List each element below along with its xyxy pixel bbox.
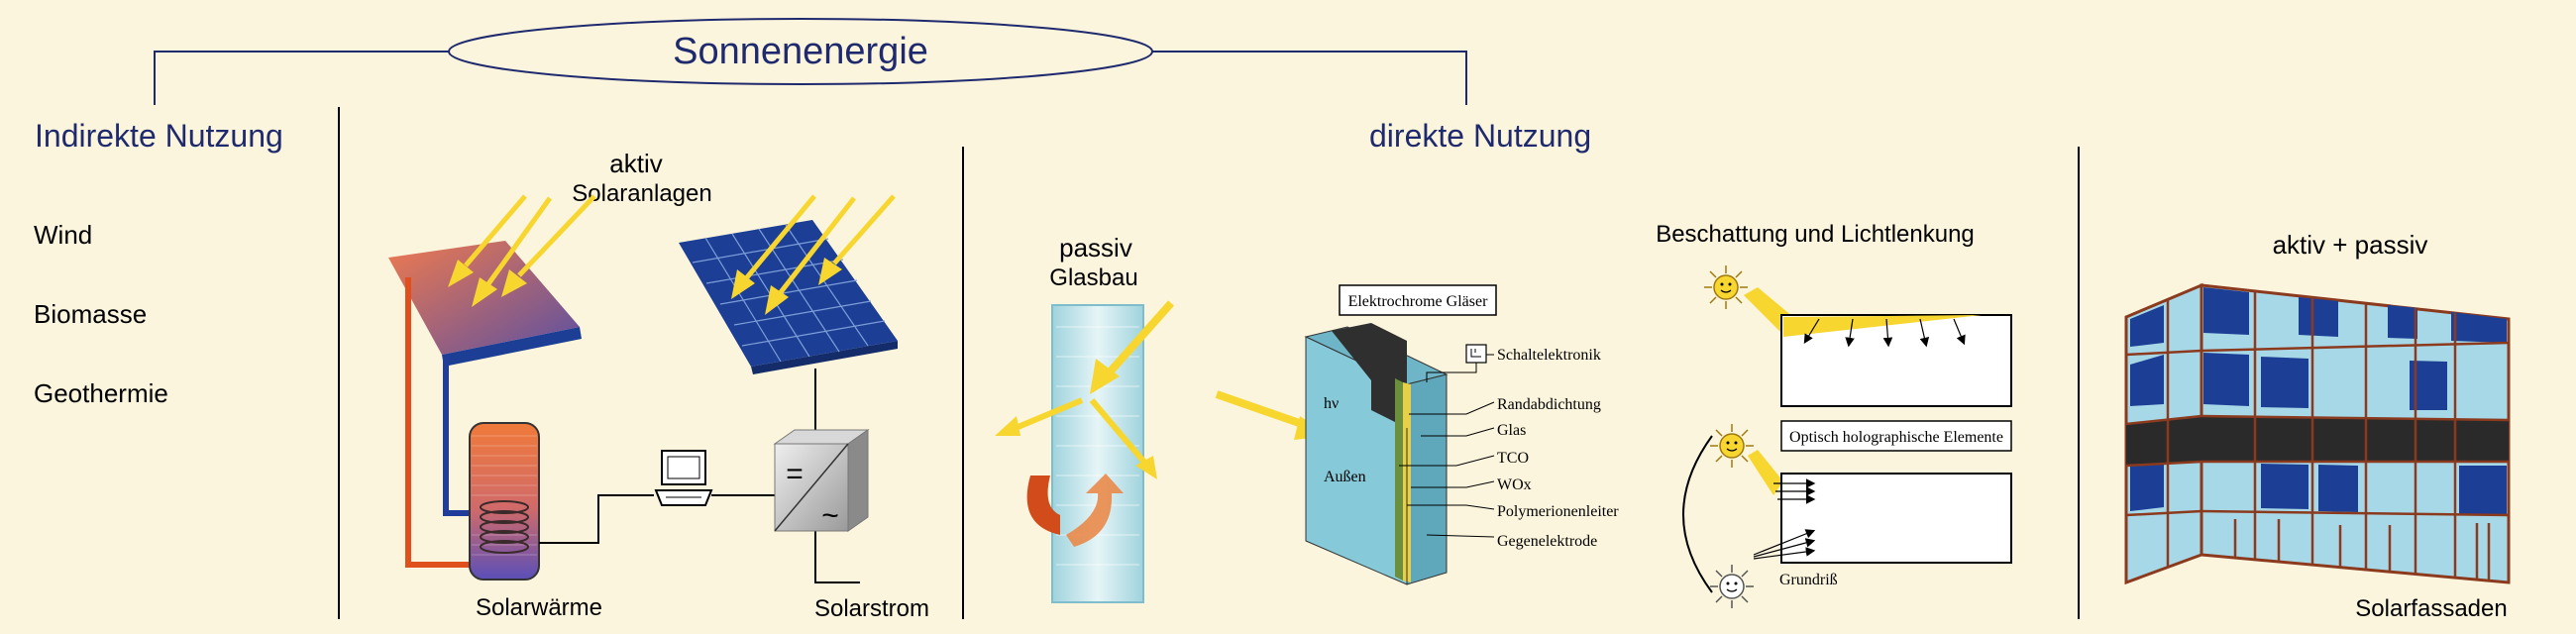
tree-line-left (154, 51, 449, 105)
grundriss-label: Grundriß (1779, 572, 1838, 588)
ec-layer-randabdichtung: Randabdichtung (1497, 396, 1601, 413)
ec-leader-lines (1399, 354, 1495, 538)
solarwaerme-label: Solarwärme (476, 594, 602, 621)
solarfassaden-label: Solarfassaden (2355, 595, 2507, 622)
ec-layer-tco: TCO (1497, 450, 1529, 467)
hoe-label-frame (1780, 420, 2012, 452)
facade-section: aktiv + passiv (2124, 230, 2511, 622)
title-text: Sonnenenergie (673, 31, 928, 72)
wire-tank-laptop (539, 494, 654, 544)
ec-layer-wox: WOx (1497, 476, 1532, 493)
indirect-section: Indirekte Nutzung Wind Biomasse Geotherm… (34, 118, 283, 408)
ec-layer-glas: Glas (1497, 422, 1526, 439)
thermal-collector-edge (442, 327, 582, 367)
pv-module-edge (751, 341, 898, 374)
indirect-heading: Indirekte Nutzung (35, 118, 283, 154)
heat-return-arrow-red (1026, 476, 1060, 535)
solaranlagen-section: aktiv Solaranlagen Solarwärme (388, 149, 929, 622)
sun-icon-middle (1710, 424, 1754, 468)
ec-aussen-label: Außen (1324, 469, 1366, 485)
tree-line-right (1152, 51, 1467, 105)
solarstrom-label: Solarstrom (814, 595, 929, 622)
pv-module (679, 220, 898, 367)
indirect-item-geothermie: Geothermie (34, 378, 168, 408)
laptop-icon (654, 450, 713, 506)
facade-heading: aktiv + passiv (2273, 230, 2428, 260)
ec-layer-green (1395, 378, 1403, 581)
sun-arrows-collector (448, 194, 596, 307)
indirect-item-biomasse: Biomasse (34, 299, 147, 329)
pipe-blue (443, 357, 474, 516)
glass-sun-arrows (995, 300, 1174, 479)
direct-heading: direkte Nutzung (1369, 118, 1591, 154)
inverter-icon: = ~ (773, 429, 870, 532)
sun-icon-bottom (1710, 565, 1754, 608)
sun-beam-middle (1748, 450, 1783, 495)
wire-inverter-grid (814, 531, 860, 583)
ec-layer-polymerionenleiter: Polymerionenleiter (1497, 503, 1619, 520)
heat-up-arrow-orange (1066, 474, 1124, 547)
facade-grid (2125, 291, 2510, 581)
ec-incoming-arrow (1215, 390, 1310, 430)
facade-dark-band-front (2201, 416, 2509, 462)
solaranlagen-label: Solaranlagen (572, 180, 711, 207)
tank-stripes (472, 435, 537, 556)
switch-electronics-icon (1465, 344, 1487, 364)
ec-hv-label: hν (1324, 395, 1339, 412)
electrochrome-section: Elektrochrome Gläser hν Außen Schaltelek… (1215, 284, 1619, 585)
ec-dark-layer (1332, 323, 1407, 428)
ec-layer-schaltelektronik: Schaltelektronik (1497, 347, 1601, 364)
sun-arrows-pv (731, 194, 896, 315)
passiv-label: passiv (1059, 233, 1132, 263)
title-group: Sonnenenergie (154, 18, 1467, 105)
room-bottom (1780, 473, 2012, 564)
ec-box-label: Elektrochrome Gläser (1348, 293, 1489, 310)
shading-louver (1783, 315, 1982, 337)
ec-box-label-frame (1339, 284, 1497, 316)
inverter-dc-symbol: = (786, 458, 804, 490)
glasbau-label: Glasbau (1049, 264, 1137, 291)
hoe-label: Optisch holographische Elemente (1789, 429, 2003, 446)
room-bottom-rays (1753, 478, 1816, 560)
ec-layer-gegenelektrode: Gegenelektrode (1497, 533, 1597, 550)
glasbau-section: passiv Glasbau (995, 233, 1174, 603)
glass-pane-texture (1056, 326, 1139, 566)
sun-path-arc (1682, 435, 1713, 593)
pipe-red (405, 277, 474, 568)
room-top-rays (1803, 318, 1966, 348)
indirect-item-wind: Wind (34, 220, 92, 250)
aktiv-label: aktiv (609, 149, 662, 178)
sun-icon-top (1704, 265, 1748, 309)
tank-coil (480, 500, 529, 554)
shading-section: Beschattung und Lichtlenkung Optisch h (1656, 221, 2012, 608)
shading-heading: Beschattung und Lichtlenkung (1656, 221, 1975, 248)
inverter-ac-symbol: ~ (821, 499, 839, 532)
facade-pv-panels (2130, 287, 2507, 515)
ec-block-side (1406, 373, 1448, 585)
facade-dark-band-side (2126, 416, 2201, 466)
